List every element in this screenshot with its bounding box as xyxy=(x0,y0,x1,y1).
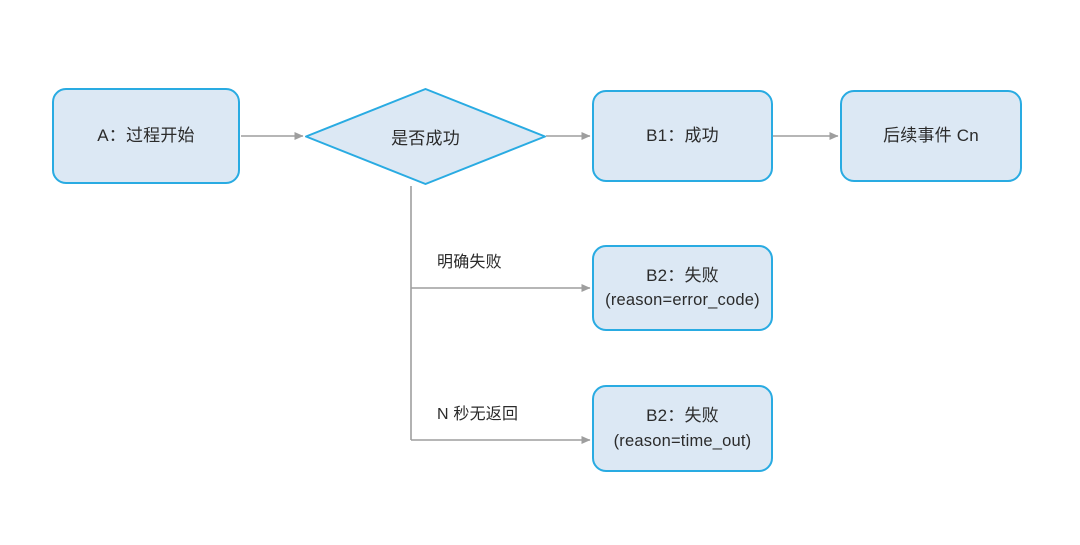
edge-label-timeout: N 秒无返回 xyxy=(437,406,519,423)
edge-label-explicit-failure: 明确失败 xyxy=(437,254,502,271)
node-decision[interactable]: 是否成功 xyxy=(304,87,547,186)
node-fail-timeout-detail: (reason=time_out) xyxy=(613,431,752,450)
node-fail-error[interactable]: B2：失败 (reason=error_code) xyxy=(592,245,773,331)
node-success-label: B1：成功 xyxy=(646,126,719,146)
node-fail-error-label: B2：失败 xyxy=(646,265,719,285)
node-decision-label: 是否成功 xyxy=(391,129,460,148)
node-fail-timeout-label: B2：失败 xyxy=(646,406,719,426)
node-fail-timeout[interactable]: B2：失败 (reason=time_out) xyxy=(592,385,773,472)
node-start[interactable]: A：过程开始 xyxy=(52,88,240,184)
node-success[interactable]: B1：成功 xyxy=(592,90,773,182)
node-followup-label: 后续事件 Cn xyxy=(883,126,979,146)
diamond-shape xyxy=(305,88,546,185)
node-followup[interactable]: 后续事件 Cn xyxy=(840,90,1022,182)
node-fail-error-detail: (reason=error_code) xyxy=(605,291,760,310)
node-start-label: A：过程开始 xyxy=(97,126,195,146)
